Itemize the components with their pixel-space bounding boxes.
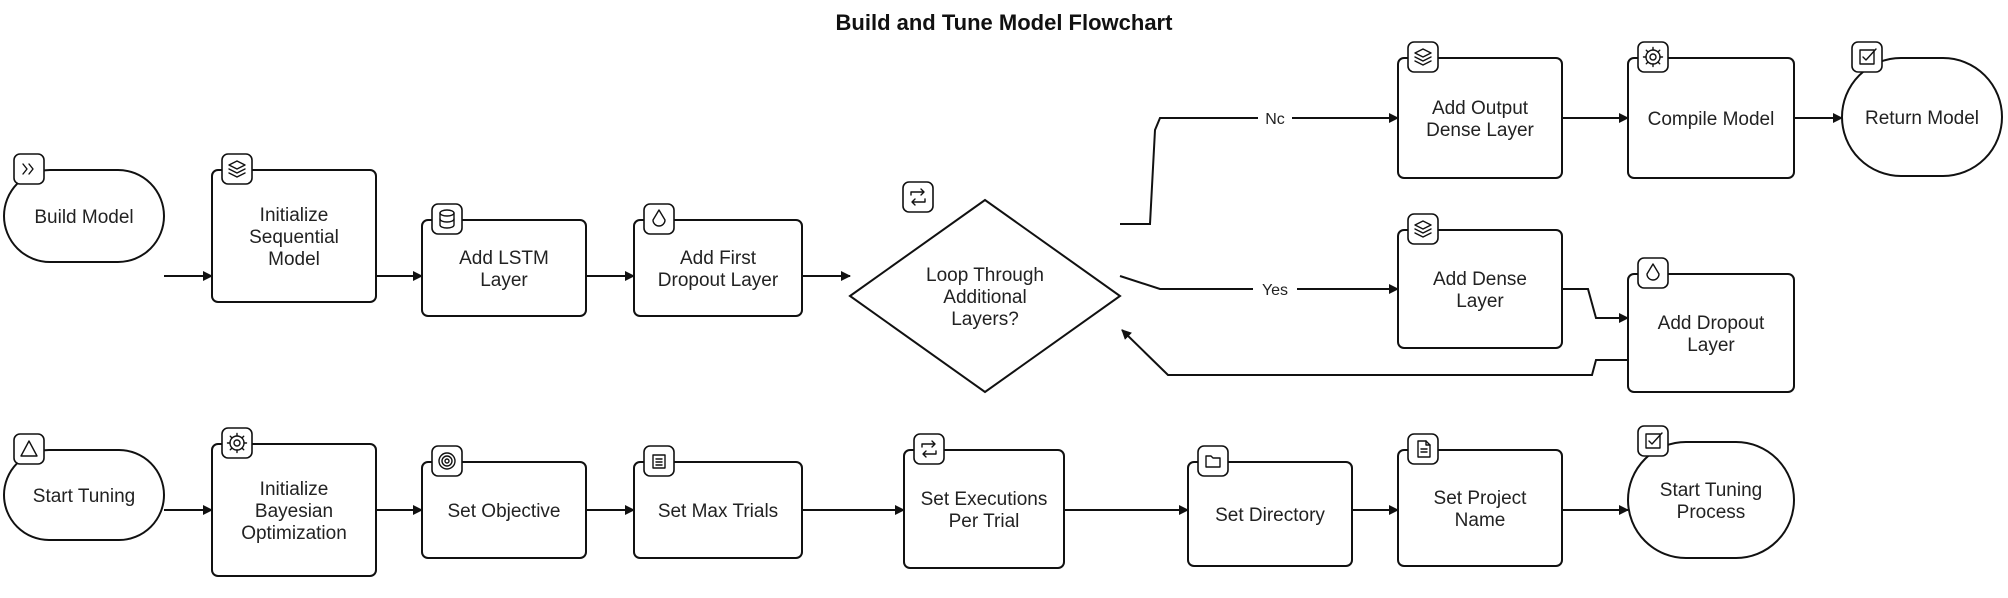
node-label: Set Directory (1215, 505, 1325, 526)
node-return-model: Return Model (1841, 41, 2003, 177)
node-label: Start Tuning (33, 486, 135, 507)
node-build-model: Build Model (3, 153, 165, 263)
node-label: Compile Model (1648, 109, 1775, 130)
terminal-shape (3, 169, 165, 263)
node-label: Set Objective (448, 501, 561, 522)
edge-loop-to-add_dense: Yes (1119, 275, 1399, 301)
process-box (421, 461, 587, 559)
process-box (211, 443, 377, 577)
page-title: Build and Tune Model Flowchart (836, 10, 1174, 35)
node-set-max-trials: Set Max Trials (633, 445, 803, 559)
terminal-shape (1627, 441, 1795, 559)
edge-line (1119, 275, 1399, 294)
chevrons-right-icon (13, 153, 45, 185)
check-square-icon (1637, 425, 1669, 457)
edge-line (1562, 288, 1629, 323)
list-icon (643, 445, 675, 477)
process-box (1627, 57, 1795, 179)
process-box (633, 219, 803, 317)
process-box (1397, 229, 1563, 349)
node-start-tuning: Start Tuning (3, 433, 165, 541)
edge-add_dense-to-add_dropout (1562, 288, 1629, 323)
gear-icon (221, 427, 253, 459)
repeat-icon (902, 181, 934, 213)
droplet-icon (643, 203, 675, 235)
folder-icon (1197, 445, 1229, 477)
edge-label-bg (1258, 106, 1292, 130)
terminal-shape (1841, 57, 2003, 177)
edge-line (1121, 329, 1628, 376)
node-set-objective: Set Objective (421, 445, 587, 559)
gear-icon (1637, 41, 1669, 73)
check-square-icon (1851, 41, 1883, 73)
droplet-icon (1637, 257, 1669, 289)
database-icon (431, 203, 463, 235)
edge-label: Yes (1262, 282, 1288, 299)
node-set-dir: Set Directory (1187, 445, 1353, 567)
edge-label-bg (1253, 277, 1297, 301)
target-icon (431, 445, 463, 477)
node-label: Build Model (34, 207, 133, 228)
node-compile: Compile Model (1627, 41, 1795, 179)
triangle-icon (13, 433, 45, 465)
process-box (1397, 449, 1563, 567)
edge-loop-to-add_output_dense: Nc (1120, 106, 1399, 225)
decision-diamond (848, 198, 1122, 394)
node-label: Return Model (1865, 108, 1979, 129)
process-box (903, 449, 1065, 569)
process-box (1627, 273, 1795, 393)
process-box (1397, 57, 1563, 179)
edge-line (1120, 113, 1399, 225)
process-box (211, 169, 377, 303)
process-box (633, 461, 803, 559)
process-box (1187, 461, 1353, 567)
repeat-icon (913, 433, 945, 465)
process-box (421, 219, 587, 317)
terminal-shape (3, 449, 165, 541)
edge-label: Nc (1265, 111, 1285, 128)
edge-add_dropout-to-loop (1121, 329, 1628, 376)
node-label: Set Max Trials (658, 501, 778, 522)
